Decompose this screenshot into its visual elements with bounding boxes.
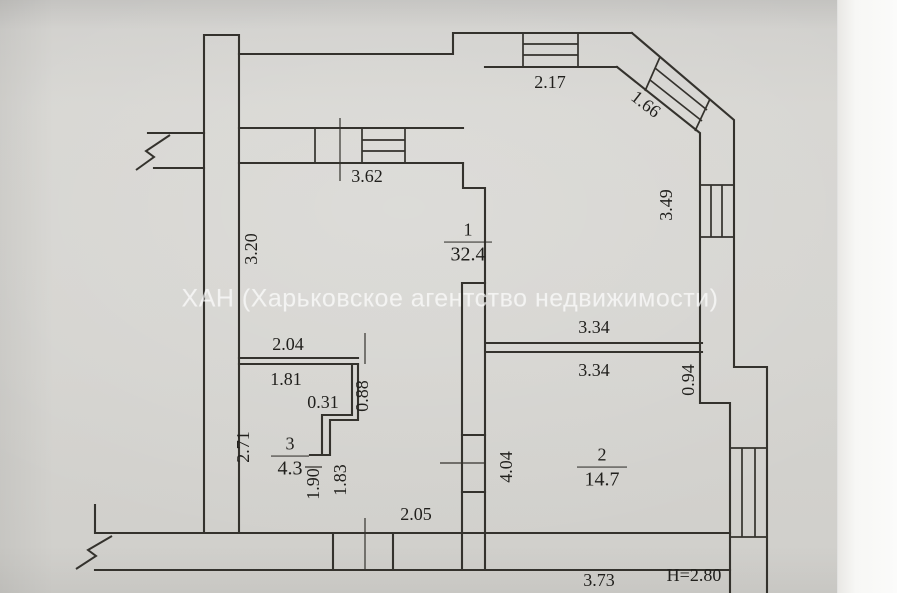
- dimension-label: 2.04: [272, 334, 304, 354]
- dimension-label: 3.34: [578, 360, 610, 380]
- dimension-ticks: [305, 118, 485, 570]
- dimension-label: 0.88: [352, 380, 372, 412]
- scan-background-edge: [837, 0, 897, 593]
- watermark: ХАН (Харьковское агентство недвижимости): [181, 284, 719, 313]
- dimension-label: 3.73: [583, 570, 615, 590]
- dimension-label: 3.20: [241, 233, 261, 265]
- dimension-label: 0.94: [678, 364, 698, 396]
- wall-break-symbols: [75, 134, 171, 570]
- dimension-label: 3.62: [351, 166, 383, 186]
- dimension-label: 2.71: [233, 431, 253, 463]
- dimension-label: 3.49: [656, 189, 676, 221]
- dimension-label: H=2.80: [666, 565, 722, 585]
- dimension-label: 3.34: [578, 317, 610, 337]
- dimension-label: 2.17: [534, 72, 566, 92]
- dimension-label: 1.81: [270, 369, 302, 389]
- dimension-label: 0.31: [307, 392, 339, 412]
- walls: [93, 31, 769, 593]
- windows: [314, 33, 767, 538]
- dimension-label: 2.05: [400, 504, 432, 524]
- dimension-label: 1.83: [330, 464, 350, 496]
- dimension-label: 4.04: [496, 451, 516, 483]
